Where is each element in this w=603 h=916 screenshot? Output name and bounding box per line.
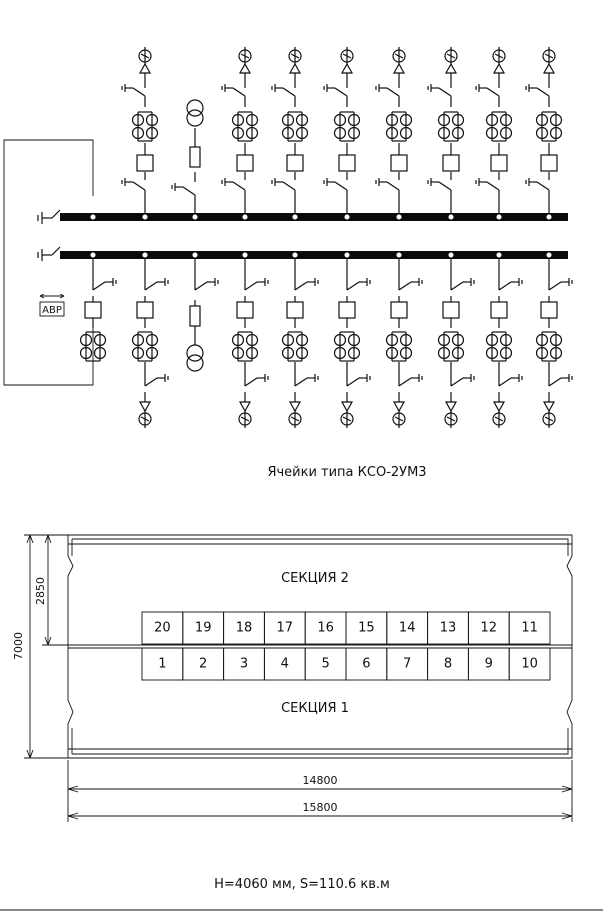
- cell-number: 2: [199, 657, 207, 672]
- cell-number: 18: [236, 621, 253, 636]
- dim-width-outer: 15800: [303, 801, 338, 814]
- lower-feeder-cell: [231, 259, 269, 428]
- bus-earthing-switch-bottom: [37, 246, 61, 261]
- cell-number: 9: [485, 657, 493, 672]
- bus-earthing-switch-top: [37, 209, 61, 224]
- cell-number: 16: [317, 621, 334, 636]
- upper-feeder-cell: [427, 47, 465, 213]
- cell-number: 20: [154, 621, 171, 636]
- cell-number: 6: [362, 657, 370, 672]
- cell-number: 14: [399, 621, 416, 636]
- room-outer-wall: [67, 534, 573, 759]
- upper-feeder-cell: [221, 47, 259, 213]
- cell-number: 1: [158, 657, 166, 672]
- lower-feeder-cell: [535, 259, 573, 428]
- avr-control-loop: [3, 139, 94, 386]
- cell-number: 12: [481, 621, 498, 636]
- upper-feeder-cell: [475, 47, 513, 213]
- room-inner-wall: [71, 538, 569, 755]
- dim-width-inner: 14800: [303, 774, 338, 787]
- upper-feeder-cell: [171, 99, 204, 213]
- diagram-caption: Ячейки типа КСО-2УМ3: [267, 465, 426, 480]
- cell-number: 13: [440, 621, 457, 636]
- dimension-width-outer: 15800: [67, 801, 573, 820]
- lower-feeder-cell: [79, 259, 117, 362]
- cell-number: 19: [195, 621, 212, 636]
- lower-feeder-cell: [333, 259, 371, 428]
- lower-feeder-cell: [281, 259, 319, 428]
- avr-box: АВР: [39, 293, 65, 317]
- cell-number: 11: [521, 621, 538, 636]
- busbar-section-1: [60, 251, 568, 259]
- lower-feeder-cell: [186, 259, 219, 372]
- dimension-height-part: 2850: [34, 534, 68, 646]
- section-1-label: СЕКЦИЯ 1: [281, 701, 349, 716]
- lower-feeder-cell: [437, 259, 475, 428]
- upper-feeder-cell: [525, 47, 563, 213]
- upper-feeder-cell: [271, 47, 309, 213]
- cells-row-section-2: 20 19 18 17 16 15 14 13 12 11: [141, 611, 551, 645]
- footer-note: H=4060 мм, S=110.6 кв.м: [214, 877, 390, 892]
- avr-label: АВР: [42, 305, 62, 316]
- cell-number: 7: [403, 657, 411, 672]
- cell-number: 4: [281, 657, 289, 672]
- lower-feeder-cell: [385, 259, 423, 428]
- dim-height-part: 2850: [34, 577, 47, 605]
- section-2-label: СЕКЦИЯ 2: [281, 571, 349, 586]
- dimension-width-inner: 14800: [67, 760, 573, 822]
- cell-number: 15: [358, 621, 375, 636]
- upper-feeder-cell: [323, 47, 361, 213]
- cell-number: 5: [321, 657, 329, 672]
- cell-number: 10: [521, 657, 538, 672]
- lower-feeder-cell: [131, 259, 169, 428]
- busbar-section-2: [60, 213, 568, 221]
- cell-number: 8: [444, 657, 452, 672]
- dim-height-total: 7000: [12, 632, 25, 660]
- cell-box: [508, 647, 551, 681]
- dimension-height-total: 7000: [12, 534, 68, 759]
- single-line-diagram: АВР: [3, 47, 573, 428]
- cell-number: 17: [277, 621, 294, 636]
- cell-number: 3: [240, 657, 248, 672]
- upper-feeder-cell: [121, 47, 159, 213]
- upper-feeder-cell: [375, 47, 413, 213]
- cell-box: [508, 611, 551, 645]
- cells-row-section-1: 1 2 3 4 5 6 7 8 9 10: [141, 647, 551, 681]
- lower-feeder-cell: [485, 259, 523, 428]
